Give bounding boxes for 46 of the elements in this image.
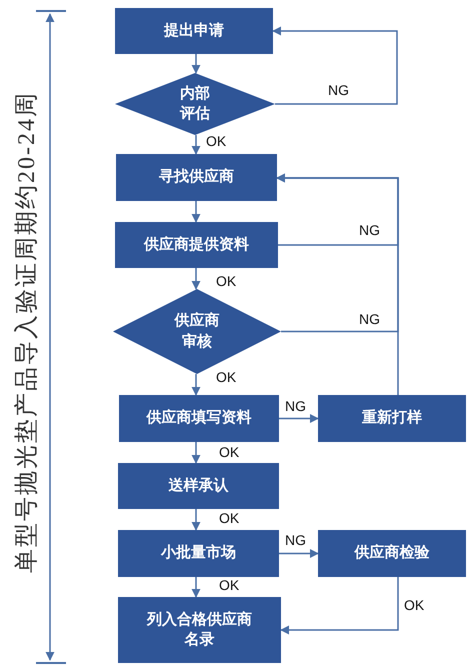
step-label: 内部评估 bbox=[178, 84, 211, 124]
edge-label: NG bbox=[358, 311, 381, 327]
step-label: 小批量市场 bbox=[161, 543, 236, 564]
process-box bbox=[115, 8, 273, 54]
process-box bbox=[118, 530, 279, 577]
arrow bbox=[192, 135, 200, 155]
edge-label: OK bbox=[215, 273, 238, 289]
step-label: 供应商审核 bbox=[173, 311, 220, 352]
dimension-label: 单型号抛光垫产品导入验证周期约20-24周 bbox=[13, 90, 41, 575]
edge-label: OK bbox=[218, 510, 240, 526]
step-label: 重新打样 bbox=[362, 408, 422, 428]
arrow bbox=[279, 549, 319, 558]
arrow bbox=[192, 268, 200, 290]
arrow bbox=[192, 577, 200, 598]
arrow bbox=[192, 509, 200, 531]
step-label: 寻找供应商 bbox=[159, 167, 234, 188]
process-box bbox=[119, 395, 279, 442]
arrow bbox=[280, 577, 399, 634]
step-label: 供应商检验 bbox=[354, 543, 430, 564]
process-box bbox=[118, 463, 279, 509]
arrow bbox=[192, 374, 200, 396]
arrow bbox=[279, 414, 319, 423]
step-label: 送样承认 bbox=[168, 476, 228, 496]
arrow bbox=[192, 442, 200, 464]
step-label: 列入合格供应商名录 bbox=[146, 610, 253, 650]
process-box bbox=[318, 395, 466, 442]
step-label: 供应商提供资料 bbox=[144, 235, 249, 255]
edge-label: NG bbox=[358, 222, 381, 238]
edge-label: NG bbox=[284, 532, 307, 548]
process-box bbox=[115, 222, 278, 268]
step-label: 提出申请 bbox=[164, 21, 224, 41]
arrow bbox=[272, 26, 398, 105]
edge-label: OK bbox=[218, 444, 240, 460]
edge-label: NG bbox=[284, 398, 307, 414]
edge-label: OK bbox=[218, 577, 240, 593]
process-box bbox=[116, 154, 277, 201]
arrow bbox=[276, 174, 399, 395]
arrow bbox=[192, 201, 200, 223]
process-box bbox=[118, 597, 281, 663]
edge-label: NG bbox=[327, 82, 350, 98]
step-label: 供应商填写资料 bbox=[146, 408, 252, 428]
arrow bbox=[192, 54, 200, 74]
process-box bbox=[318, 530, 466, 577]
edge-label: OK bbox=[215, 369, 238, 385]
edge-label: OK bbox=[205, 133, 228, 149]
edge-label: OK bbox=[403, 597, 426, 613]
